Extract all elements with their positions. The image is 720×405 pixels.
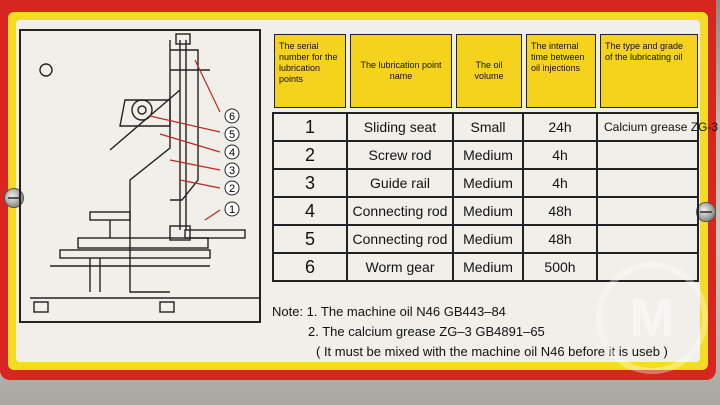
cell-name: Worm gear xyxy=(346,252,454,282)
table-row: 3 Guide rail Medium 4h xyxy=(272,168,699,198)
note-line-3: ( It must be mixed with the machine oil … xyxy=(316,344,668,359)
header-oil-grade: The type and grade of the lubricating oi… xyxy=(600,34,698,108)
cell-num: 1 xyxy=(272,112,348,142)
cell-num: 6 xyxy=(272,252,348,282)
cell-volume: Medium xyxy=(452,140,524,170)
notes: Note: 1. The machine oil N46 GB443–84 2.… xyxy=(272,302,668,362)
table-row: 4 Connecting rod Medium 48h xyxy=(272,196,699,226)
cell-volume: Medium xyxy=(452,196,524,226)
cell-volume: Medium xyxy=(452,224,524,254)
cell-name: Screw rod xyxy=(346,140,454,170)
header-interval: The internal time between oil injections xyxy=(526,34,596,108)
diagram-label-1: 1 xyxy=(229,204,235,216)
cell-interval: 4h xyxy=(522,140,598,170)
cell-num: 4 xyxy=(272,196,348,226)
cell-interval: 4h xyxy=(522,168,598,198)
cell-interval: 48h xyxy=(522,224,598,254)
cell-interval: 500h xyxy=(522,252,598,282)
cell-volume: Small xyxy=(452,112,524,142)
table-row: 2 Screw rod Medium 4h xyxy=(272,140,699,170)
cell-interval: 24h xyxy=(522,112,598,142)
cell-name: Sliding seat xyxy=(346,112,454,142)
cell-grade xyxy=(596,168,699,198)
header-oil-volume: The oil volume xyxy=(456,34,522,108)
note-line-1: Note: 1. The machine oil N46 GB443–84 xyxy=(272,304,506,319)
header-point-name: The lubrication point name xyxy=(350,34,452,108)
cell-num: 5 xyxy=(272,224,348,254)
diagram-label-5: 5 xyxy=(229,129,235,141)
diagram-label-3: 3 xyxy=(229,165,235,177)
cell-interval: 48h xyxy=(522,196,598,226)
diagram-label-6: 6 xyxy=(229,111,235,123)
note-line-2: 2. The calcium grease ZG–3 GB4891–65 xyxy=(308,324,545,339)
diagram-label-2: 2 xyxy=(229,183,235,195)
cell-name: Guide rail xyxy=(346,168,454,198)
cell-name: Connecting rod xyxy=(346,224,454,254)
cell-grade xyxy=(596,224,699,254)
cell-num: 3 xyxy=(272,168,348,198)
cell-volume: Medium xyxy=(452,252,524,282)
lubrication-table: 1 Sliding seat Small 24h Calcium grease … xyxy=(272,112,718,282)
watermark-logo: M xyxy=(596,262,708,374)
cell-num: 2 xyxy=(272,140,348,170)
screw-right-icon xyxy=(696,202,716,222)
table-row: 5 Connecting rod Medium 48h xyxy=(272,224,699,254)
cell-name: Connecting rod xyxy=(346,196,454,226)
machine-diagram: 6 5 4 3 2 1 xyxy=(19,29,261,323)
cell-volume: Medium xyxy=(452,168,524,198)
cell-grade xyxy=(596,196,699,226)
table-row: 1 Sliding seat Small 24h Calcium grease … xyxy=(272,112,718,142)
header-serial-number: The serial number for the lubrication po… xyxy=(274,34,346,108)
cell-grade: Calcium grease ZG-3 xyxy=(596,112,718,142)
diagram-label-4: 4 xyxy=(229,147,235,159)
cell-grade xyxy=(596,140,699,170)
